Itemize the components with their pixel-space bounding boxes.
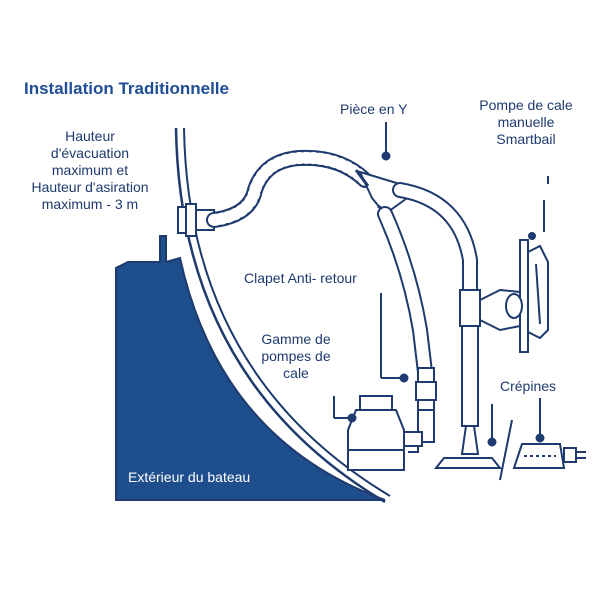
manual-pump-tube (459, 289, 481, 455)
label-piece-y: Pièce en Y (340, 101, 408, 117)
label-pompe-manuelle: Pompe de cale manuelle Smartbail (456, 97, 596, 148)
label-clapet: Clapet Anti- retour (244, 270, 357, 286)
label-hauteur-line-3: maximum et (51, 162, 129, 178)
label-pompe-line-3: Smartbail (496, 131, 556, 147)
hull-wall-inner (183, 127, 391, 497)
label-hauteur-line-1: Hauteur (65, 128, 115, 144)
label-crepines: Crépines (500, 378, 557, 394)
strainer (512, 443, 586, 469)
label-hauteur-line-5: maximum - 3 m (41, 196, 139, 212)
leader-lines (333, 122, 549, 481)
boat-hull (115, 235, 386, 501)
label-gamme-line-2: pompes de (261, 348, 331, 364)
hull-wall-outer (174, 127, 386, 504)
label-hauteur-line-4: Hauteur d'asiration (31, 179, 149, 195)
label-hauteur-line-2: d'évacuation (50, 145, 130, 161)
label-gamme: Gamme de pompes de cale (246, 331, 346, 382)
label-pompe-line-2: manuelle (497, 114, 555, 130)
label-hauteur: Hauteur d'évacuation maximum et Hauteur … (4, 128, 176, 213)
bilge-pump (347, 395, 423, 471)
label-exterieur: Extérieur du bateau (128, 469, 251, 485)
label-pompe-line-1: Pompe de cale (479, 97, 573, 113)
label-gamme-line-3: cale (283, 365, 309, 381)
smartbail-pump (479, 239, 549, 353)
strainer-base (433, 457, 503, 469)
diagram-title: Installation Traditionnelle (24, 79, 229, 98)
label-gamme-line-1: Gamme de (261, 331, 331, 347)
